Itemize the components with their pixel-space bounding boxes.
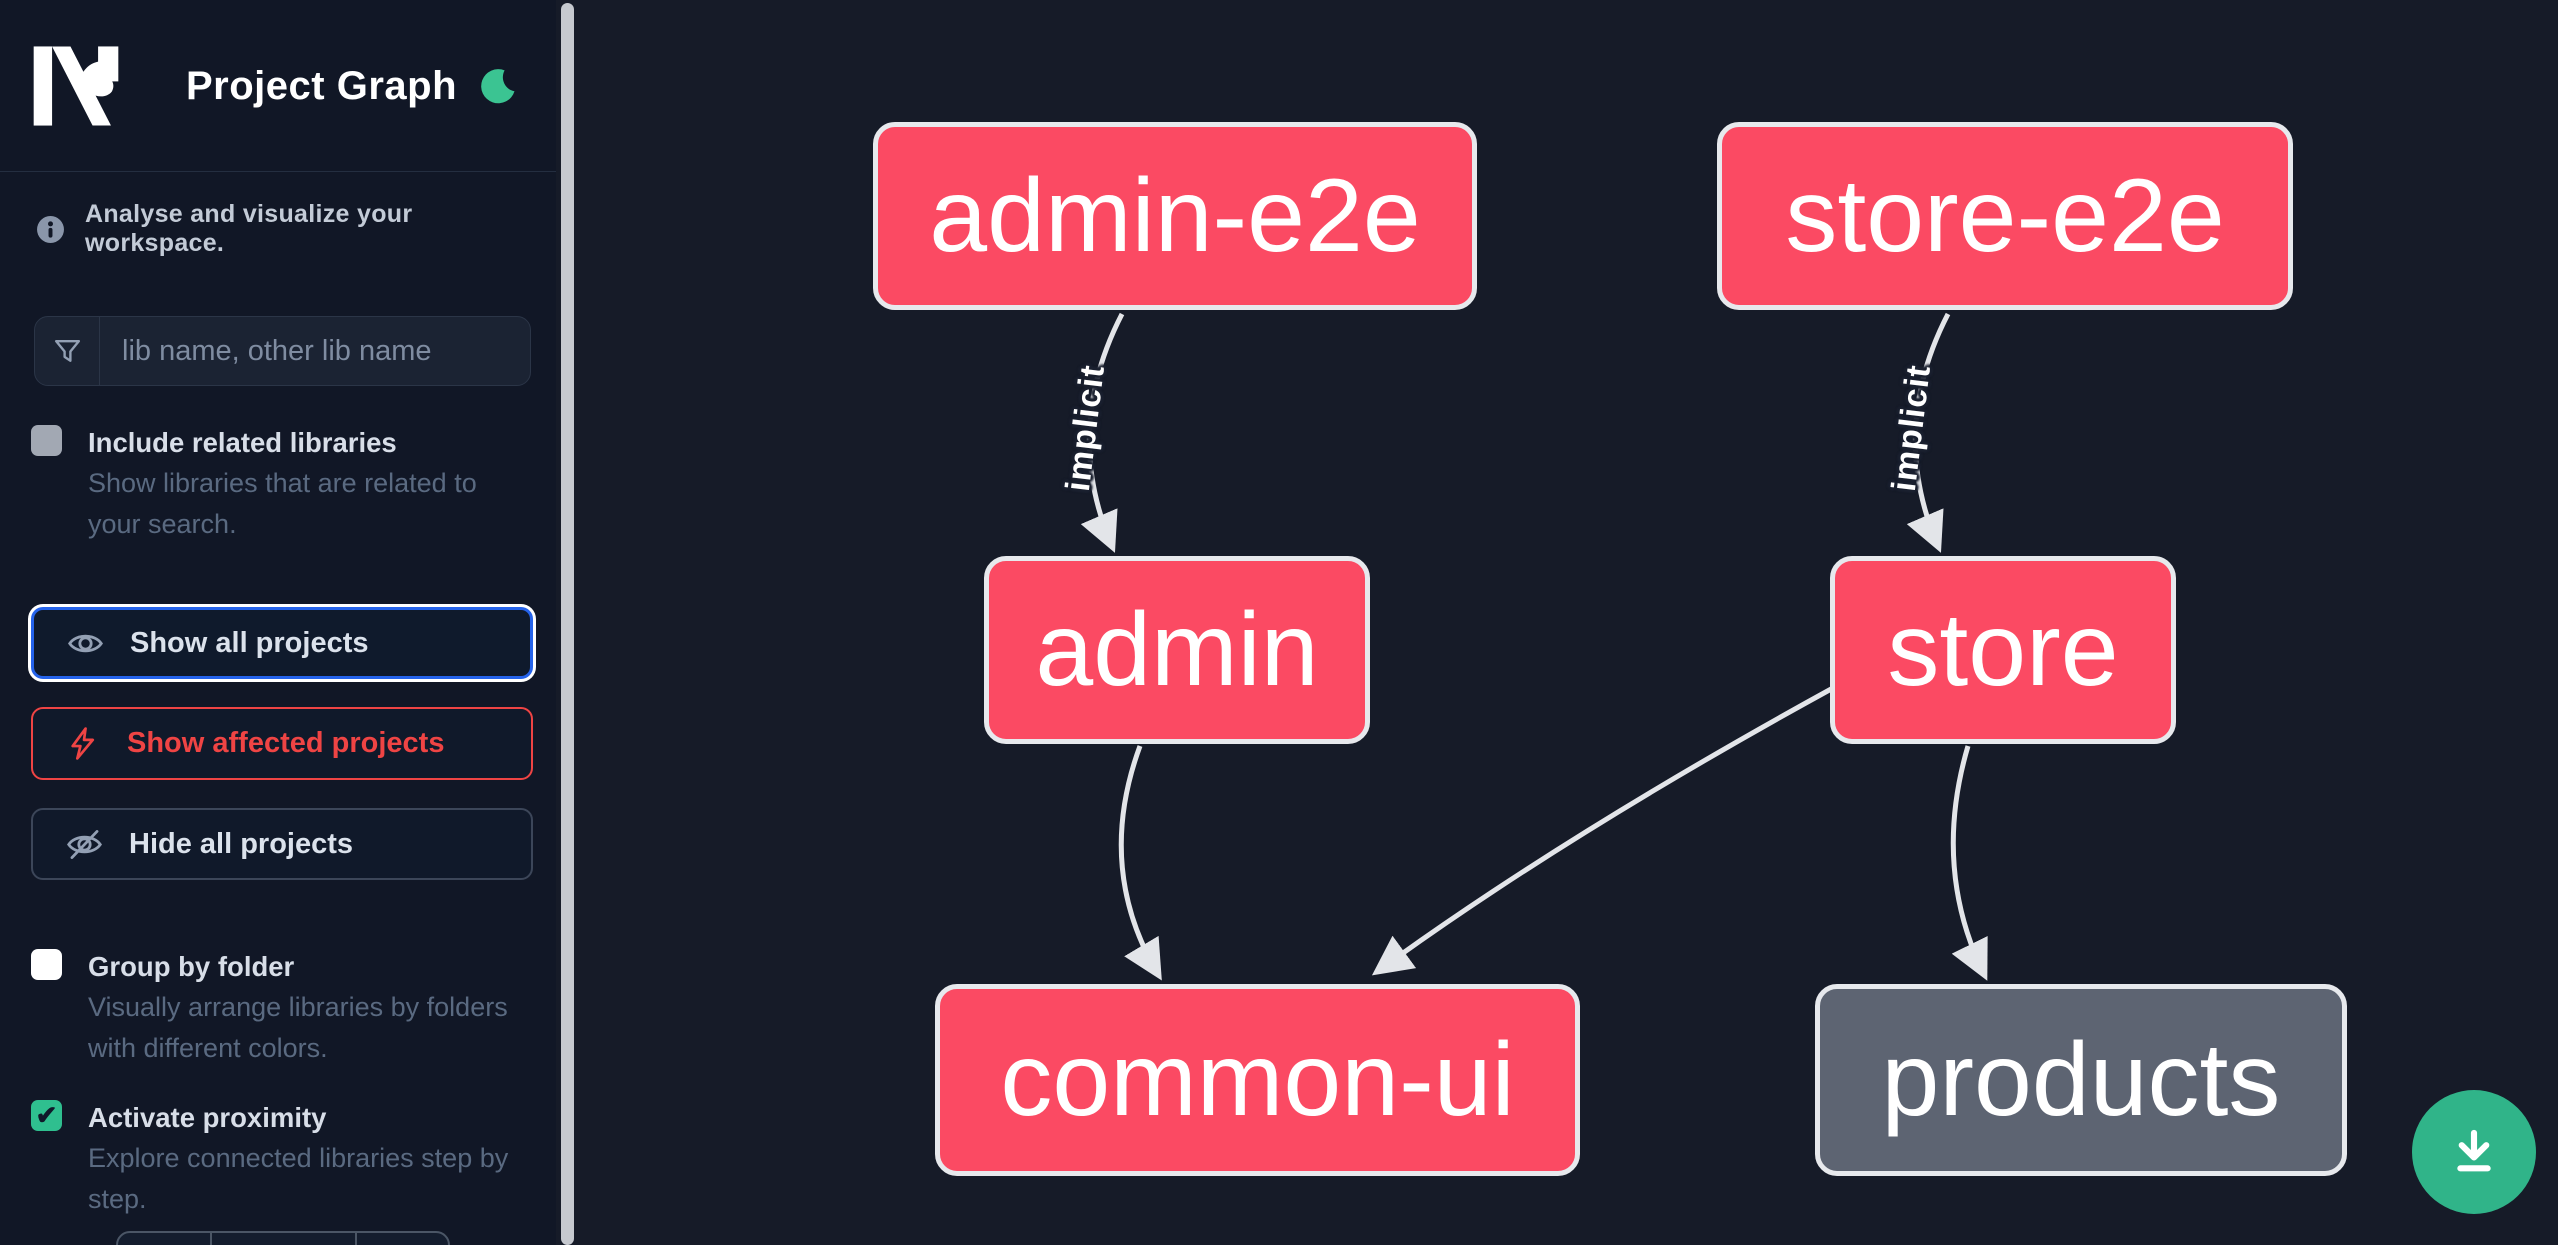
group-by-folder-label[interactable]: Group by folder: [88, 951, 295, 982]
download-image-button[interactable]: [2412, 1090, 2536, 1214]
hide-all-projects-button[interactable]: Hide all projects: [31, 808, 533, 880]
proximity-value: [212, 1233, 357, 1245]
nx-logo: [30, 44, 122, 128]
proximity-depth-control[interactable]: [116, 1231, 450, 1245]
include-related-checkbox[interactable]: [31, 425, 62, 456]
funnel-icon: [35, 317, 100, 385]
edge-store-products: [1950, 745, 1988, 981]
tagline-text: Analyse and visualize your workspace.: [85, 200, 413, 257]
group-by-folder-description: Visually arrange libraries by folders wi…: [88, 992, 508, 1063]
edge-store-common-ui: [1371, 685, 1835, 976]
proximity-increment-button[interactable]: [357, 1233, 448, 1245]
search-box: [34, 316, 531, 386]
edge-store-e2e-store: [1906, 312, 1951, 553]
show-affected-projects-button[interactable]: Show affected projects: [31, 707, 533, 780]
node-common-ui[interactable]: common-ui: [935, 984, 1580, 1176]
edge-admin-e2e-admin: [1080, 312, 1125, 553]
node-admin[interactable]: admin: [984, 556, 1370, 744]
node-products[interactable]: products: [1815, 984, 2347, 1176]
info-icon: [36, 215, 65, 244]
eye-icon: [67, 625, 104, 662]
eye-off-icon: [66, 826, 103, 863]
header-divider: [0, 171, 556, 172]
bolt-icon: [66, 726, 101, 761]
moon-icon[interactable]: [476, 66, 520, 110]
activate-proximity-label[interactable]: Activate proximity: [88, 1102, 327, 1133]
download-icon: [2444, 1122, 2504, 1182]
show-all-projects-label: Show all projects: [130, 626, 369, 659]
page-title: Project Graph: [186, 64, 458, 108]
node-admin-e2e[interactable]: admin-e2e: [873, 122, 1477, 310]
edge-admin-common-ui: [1118, 745, 1162, 981]
sidebar-scrollbar[interactable]: [561, 3, 574, 1245]
sidebar: Project Graph Analyse and visualize your…: [0, 0, 556, 1245]
proximity-decrement-button[interactable]: [118, 1233, 212, 1245]
activate-proximity-description: Explore connected libraries step by step…: [88, 1143, 509, 1214]
tagline-row: Analyse and visualize your workspace.: [36, 200, 556, 258]
show-affected-projects-label: Show affected projects: [127, 727, 445, 759]
include-related-label[interactable]: Include related libraries: [88, 427, 397, 458]
sidebar-header: Project Graph: [0, 0, 556, 171]
search-input[interactable]: [100, 317, 530, 385]
node-store-e2e[interactable]: store-e2e: [1717, 122, 2293, 310]
group-by-folder-checkbox[interactable]: [31, 949, 62, 980]
hide-all-projects-label: Hide all projects: [129, 827, 354, 860]
activate-proximity-checkbox[interactable]: [31, 1100, 62, 1131]
include-related-description: Show libraries that are related to your …: [88, 468, 477, 539]
node-store[interactable]: store: [1830, 556, 2176, 744]
show-all-projects-button[interactable]: Show all projects: [31, 607, 533, 679]
